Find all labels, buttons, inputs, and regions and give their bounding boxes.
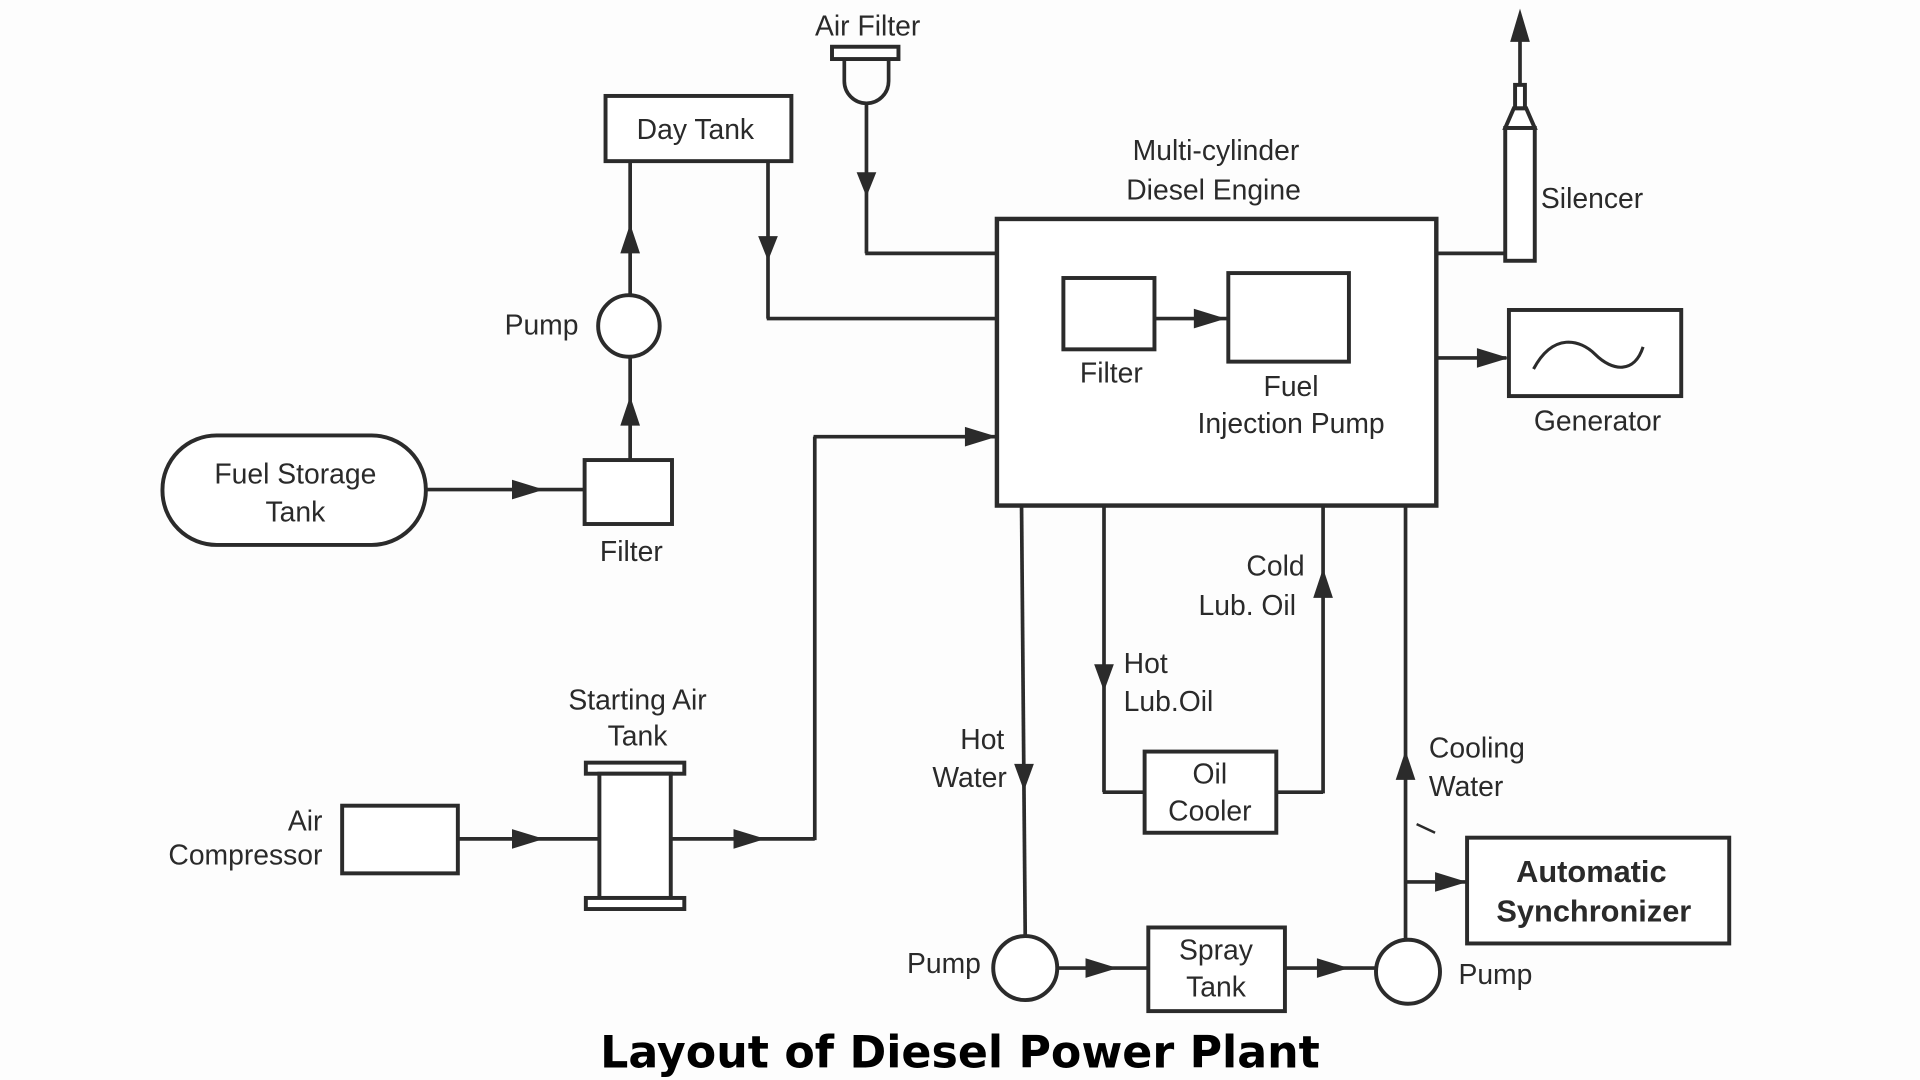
air-compressor-label-1: Air	[288, 804, 323, 836]
air-line-compressor-to-tank	[457, 829, 600, 849]
air-compressor-label-2: Compressor	[168, 839, 322, 871]
line-to-synchronizer	[1405, 872, 1468, 892]
spray-tank-label-1: Spray	[1179, 933, 1254, 965]
hot-water-label-1: Hot	[960, 723, 1004, 755]
fuel-filter-box	[582, 458, 674, 526]
starting-air-label-2: Tank	[608, 719, 669, 751]
day-tank-box	[603, 93, 794, 164]
auto-sync-label-2: Synchronizer	[1496, 893, 1691, 928]
engine-to-generator-line	[1436, 348, 1509, 368]
hot-water-line	[1014, 505, 1034, 937]
air-compressor-box	[340, 803, 460, 876]
cooling-water-pump-icon	[1374, 937, 1442, 1006]
oil-cooler-label-1: Oil	[1193, 758, 1228, 790]
starting-air-label-1: Starting Air	[568, 684, 706, 716]
cooling-water-label-1: Cooling	[1429, 732, 1525, 764]
oil-cooler-box	[1142, 749, 1279, 835]
fuel-line-storage-to-filter	[425, 479, 585, 500]
hot-lub-label-2: Lub.Oil	[1124, 685, 1214, 717]
fuel-pump-label: Pump	[505, 309, 579, 341]
spray-tank-box	[1146, 925, 1287, 1014]
oil-cooler-label-2: Cooler	[1168, 794, 1251, 826]
cold-lub-oil-line	[1276, 505, 1333, 795]
hot-lub-label-1: Hot	[1124, 647, 1168, 679]
automatic-synchronizer-box	[1465, 835, 1732, 946]
fuel-storage-tank	[160, 433, 428, 547]
fuel-storage-label-1: Fuel Storage	[214, 457, 376, 489]
air-filter-label: Air Filter	[815, 10, 920, 42]
fuel-injection-label-1: Fuel	[1264, 370, 1319, 402]
hot-water-pump-icon	[991, 934, 1060, 1003]
engine-label-2: Diesel Engine	[1126, 173, 1301, 205]
engine-filter-box	[1061, 276, 1157, 352]
spray-tank-label-2: Tank	[1186, 970, 1247, 1002]
engine-label-1: Multi-cylinder	[1133, 134, 1300, 166]
engine-filter-label: Filter	[1080, 357, 1143, 389]
fuel-filter-label: Filter	[600, 535, 663, 567]
air-line-tank-to-engine	[670, 426, 997, 849]
fuel-injection-pump-box	[1226, 271, 1351, 364]
auto-sync-label-1: Automatic	[1516, 854, 1666, 889]
cooling-water-label-2: Water	[1429, 770, 1503, 802]
fuel-storage-label-2: Tank	[266, 496, 327, 528]
water-line-pump-to-spray-tank	[1057, 958, 1149, 978]
silencer-symbol	[1436, 8, 1538, 263]
hot-water-label-2: Water	[932, 761, 1006, 793]
air-filter-symbol	[830, 44, 997, 256]
hot-lub-oil-line	[1094, 505, 1145, 795]
starting-air-tank-symbol	[583, 760, 687, 911]
fuel-injection-label-2: Injection Pump	[1198, 407, 1385, 439]
cold-lub-label-2: Lub. Oil	[1199, 589, 1296, 621]
diesel-engine-box	[994, 216, 1439, 508]
fuel-pump-icon	[596, 293, 662, 359]
day-tank-label: Day Tank	[637, 113, 755, 145]
cooling-water-pump-label: Pump	[1458, 958, 1532, 990]
water-line-spray-tank-to-pump	[1284, 958, 1378, 978]
cooling-water-line	[1395, 505, 1436, 940]
ac-sine-wave-icon	[1532, 340, 1645, 370]
diagram-title: Layout of Diesel Power Plant	[600, 1028, 1320, 1079]
silencer-label: Silencer	[1541, 182, 1643, 214]
fuel-line-pump-to-day-tank	[596, 161, 662, 461]
cold-lub-label-1: Cold	[1246, 550, 1304, 582]
generator-label: Generator	[1534, 405, 1661, 437]
hot-water-pump-label: Pump	[907, 947, 981, 979]
